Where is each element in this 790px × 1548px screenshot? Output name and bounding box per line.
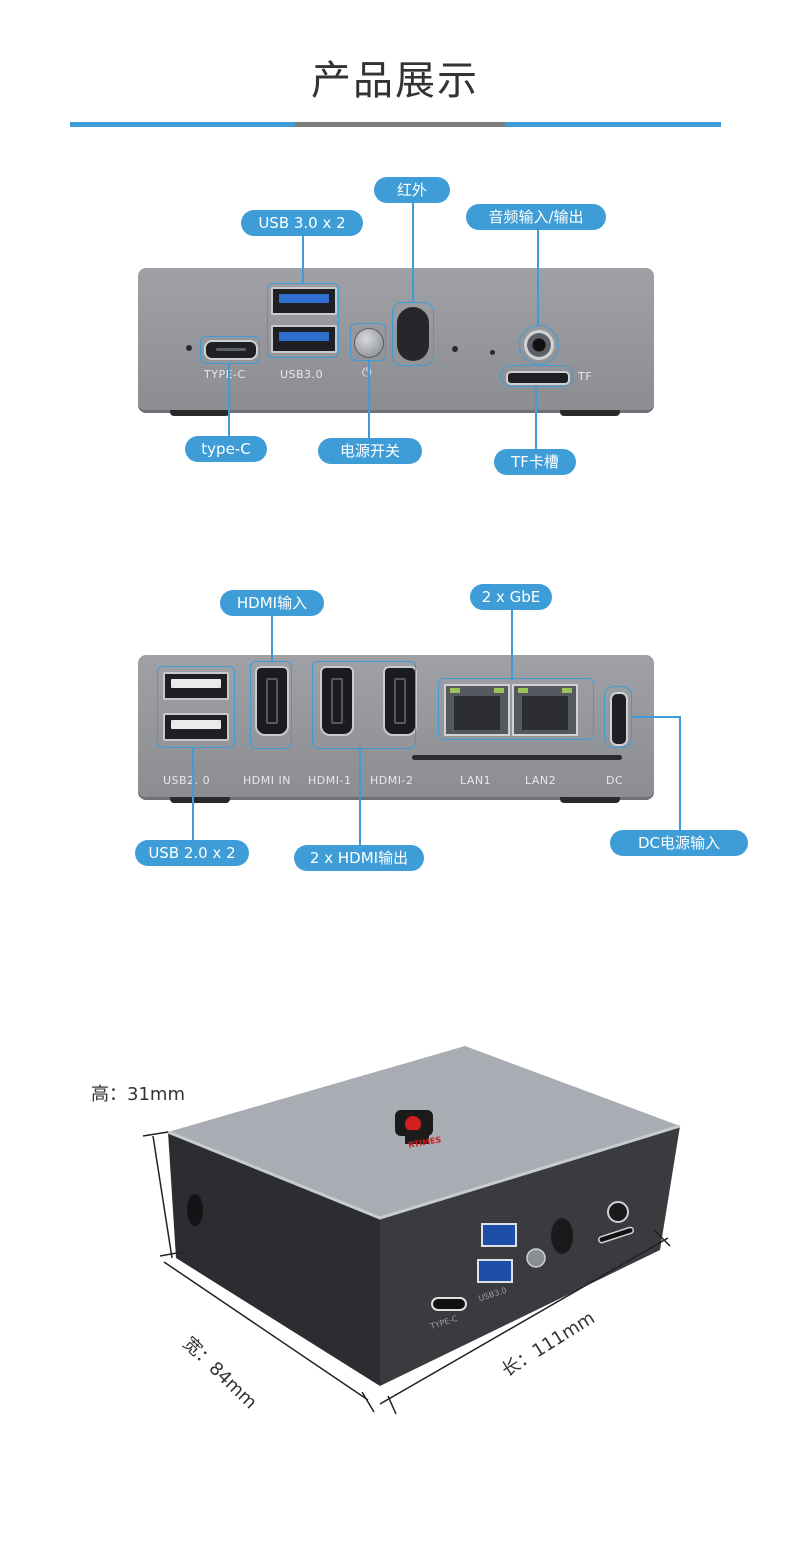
lan-jack bbox=[522, 696, 568, 730]
indicator-dot bbox=[186, 345, 192, 351]
hdmi-in-print: HDMI IN bbox=[243, 774, 291, 787]
product-photo bbox=[142, 1046, 681, 1415]
power-button bbox=[354, 328, 384, 358]
callout-ir: 红外 bbox=[374, 177, 450, 203]
ir-window bbox=[551, 1218, 573, 1254]
leader-ir bbox=[412, 203, 414, 303]
device-foot bbox=[170, 797, 230, 803]
leader-hdmi-in bbox=[271, 616, 273, 662]
typec-print: TYPE-C bbox=[204, 368, 246, 381]
power-symbol-icon: ⏻ bbox=[362, 365, 372, 379]
title-underline-left bbox=[70, 122, 295, 127]
callout-typec: type-C bbox=[185, 436, 267, 462]
lan1-print: LAN1 bbox=[460, 774, 492, 787]
hdmi-2-port bbox=[383, 666, 417, 736]
front-panel-device bbox=[138, 268, 654, 410]
lan-led bbox=[494, 688, 504, 693]
usb2-highlight-box bbox=[157, 666, 235, 748]
tf-print: TF bbox=[578, 370, 593, 383]
usb3-port-top bbox=[271, 287, 337, 315]
typec-port bbox=[431, 1297, 467, 1311]
hdmi-1-port bbox=[320, 666, 354, 736]
callout-usb3: USB 3.0 x 2 bbox=[241, 210, 363, 236]
callout-tf: TF卡槽 bbox=[494, 449, 576, 475]
usb2-port-top bbox=[163, 672, 229, 700]
length-dimension-line bbox=[379, 1237, 669, 1405]
height-dimension: 高：31mm bbox=[91, 1084, 185, 1105]
callout-hdmi-out: 2 x HDMI输出 bbox=[294, 845, 424, 871]
audio-jack bbox=[607, 1201, 629, 1223]
ir-highlight-box bbox=[392, 302, 434, 366]
title-underline-right bbox=[505, 122, 721, 127]
vent-slot bbox=[412, 755, 622, 760]
hdmi-2-print: HDMI-2 bbox=[370, 774, 414, 787]
callout-hdmi-in: HDMI输入 bbox=[220, 590, 324, 616]
brand-logo bbox=[395, 1110, 433, 1144]
tf-slot bbox=[597, 1226, 635, 1244]
leader-dc-horizontal bbox=[632, 716, 680, 718]
hdmi-in-port bbox=[255, 666, 289, 736]
lan-jack bbox=[454, 696, 500, 730]
lan2-print: LAN2 bbox=[525, 774, 557, 787]
usb3-port-bottom bbox=[271, 325, 337, 353]
callout-dc: DC电源输入 bbox=[610, 830, 748, 856]
device-foot bbox=[170, 410, 230, 416]
usb3-port-top bbox=[481, 1223, 517, 1247]
height-dimension-line bbox=[152, 1135, 173, 1259]
leader-typec bbox=[228, 364, 230, 436]
leader-gbe bbox=[511, 610, 513, 680]
lan-led bbox=[518, 688, 528, 693]
callout-gbe: 2 x GbE bbox=[470, 584, 552, 610]
usb2-port-bottom bbox=[163, 713, 229, 741]
hdmi-out-highlight-box bbox=[312, 661, 416, 749]
ir-window bbox=[397, 307, 429, 361]
leader-power bbox=[368, 361, 370, 438]
dc-highlight-box bbox=[604, 686, 632, 748]
usb3-tongue bbox=[279, 332, 329, 341]
typec-highlight-box bbox=[200, 336, 260, 364]
lan2-port bbox=[512, 684, 578, 736]
leader-audio bbox=[537, 230, 539, 326]
leader-hdmi-out bbox=[359, 749, 361, 845]
device-foot bbox=[560, 410, 620, 416]
callout-audio: 音频输入/输出 bbox=[466, 204, 606, 230]
device-foot bbox=[560, 797, 620, 803]
usb3-highlight-box bbox=[267, 283, 339, 358]
typec-port bbox=[204, 340, 258, 360]
device-left-side bbox=[168, 1132, 380, 1386]
side-dc-jack bbox=[187, 1194, 203, 1226]
usb3-print: USB3.0 bbox=[280, 368, 324, 381]
lan1-port bbox=[444, 684, 510, 736]
indicator-dot bbox=[490, 350, 495, 355]
leader-usb2 bbox=[192, 748, 194, 840]
hdmi-in-highlight-box bbox=[250, 661, 292, 749]
lan-led bbox=[562, 688, 572, 693]
dc-print: DC bbox=[606, 774, 624, 787]
title-underline-middle bbox=[295, 122, 505, 127]
usb3-tongue bbox=[279, 294, 329, 303]
dc-port bbox=[610, 692, 628, 746]
hdmi-1-print: HDMI-1 bbox=[308, 774, 352, 787]
leader-usb3 bbox=[302, 236, 304, 284]
callout-usb2: USB 2.0 x 2 bbox=[135, 840, 249, 866]
page-title: 产品展示 bbox=[311, 58, 479, 104]
width-dimension-line bbox=[163, 1261, 369, 1401]
leader-tf bbox=[535, 387, 537, 449]
usb2-tongue bbox=[171, 720, 221, 729]
usb3-port-bottom bbox=[477, 1259, 513, 1283]
usb2-tongue bbox=[171, 679, 221, 688]
audio-highlight-box bbox=[519, 325, 559, 365]
lan-highlight-box bbox=[438, 678, 594, 740]
usb2-print: USB2. 0 bbox=[163, 774, 211, 787]
power-highlight-box bbox=[350, 323, 386, 361]
callout-power: 电源开关 bbox=[318, 438, 422, 464]
tf-highlight-box bbox=[500, 365, 574, 387]
leader-dc-vertical bbox=[679, 716, 681, 830]
lan-led bbox=[450, 688, 460, 693]
indicator-dot bbox=[452, 346, 458, 352]
power-button bbox=[526, 1248, 546, 1268]
